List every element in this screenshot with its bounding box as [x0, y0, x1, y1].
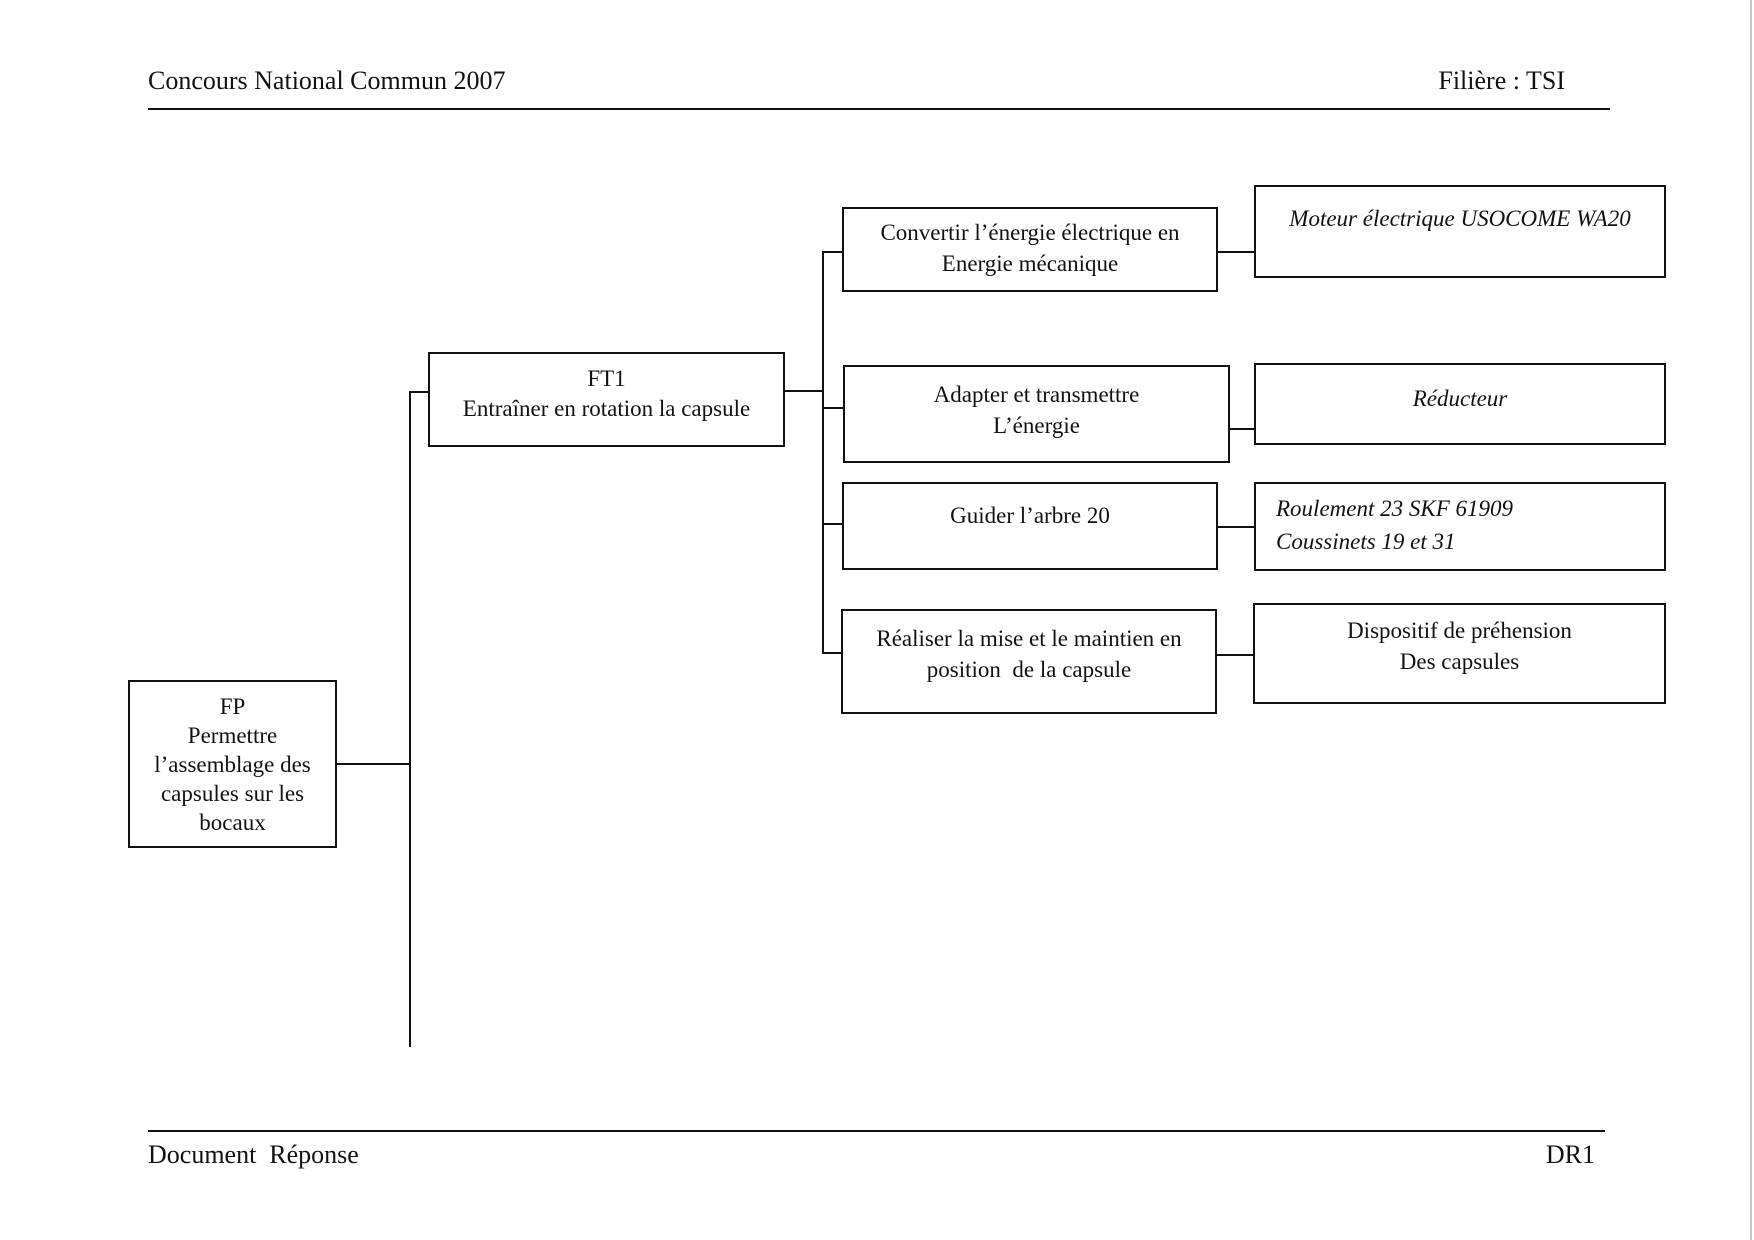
footer-divider	[148, 1130, 1605, 1132]
connector-guider-roulement	[1218, 526, 1254, 528]
header-title: Concours National Commun 2007	[148, 66, 506, 95]
fp-label: FP	[219, 694, 246, 719]
connector-convertir-moteur	[1218, 251, 1254, 253]
connector-ft1-left	[409, 391, 428, 393]
function-box-adapter: Adapter et transmettre L’énergie	[843, 365, 1230, 463]
connector-convertir	[822, 251, 842, 253]
solution-box-dispositif: Dispositif de préhension Des capsules	[1253, 603, 1666, 704]
ft1-label: FT1	[587, 366, 626, 391]
connector-trunk-left	[409, 391, 411, 1047]
connector-adapter-reducteur	[1230, 428, 1254, 430]
connector-fp	[337, 763, 411, 765]
connector-guider	[822, 523, 842, 525]
function-box-realiser: Réaliser la mise et le maintien en posit…	[841, 609, 1217, 714]
connector-ft1-right	[785, 390, 823, 392]
footer-doc-label: Document Réponse	[148, 1140, 359, 1169]
connector-adapter	[822, 407, 843, 409]
scan-edge-artifact	[1750, 0, 1752, 1240]
solution-box-roulement: Roulement 23 SKF 61909 Coussinets 19 et …	[1254, 482, 1666, 571]
header-divider	[148, 108, 1610, 110]
function-box-convertir: Convertir l’énergie électrique en Energi…	[842, 207, 1218, 292]
fp-box: FP Permettre l’assemblage des capsules s…	[128, 680, 337, 848]
header-filiere: Filière : TSI	[1438, 66, 1565, 95]
footer-page-ref: DR1	[1545, 1140, 1595, 1169]
connector-trunk-right	[822, 251, 824, 654]
solution-box-reducteur: Réducteur	[1254, 363, 1666, 445]
connector-realiser	[822, 652, 841, 654]
ft1-box: FT1 Entraîner en rotation la capsule	[428, 352, 785, 447]
connector-realiser-dispositif	[1217, 654, 1253, 656]
function-box-guider: Guider l’arbre 20	[842, 482, 1218, 570]
solution-box-moteur: Moteur électrique USOCOME WA20	[1254, 185, 1666, 278]
